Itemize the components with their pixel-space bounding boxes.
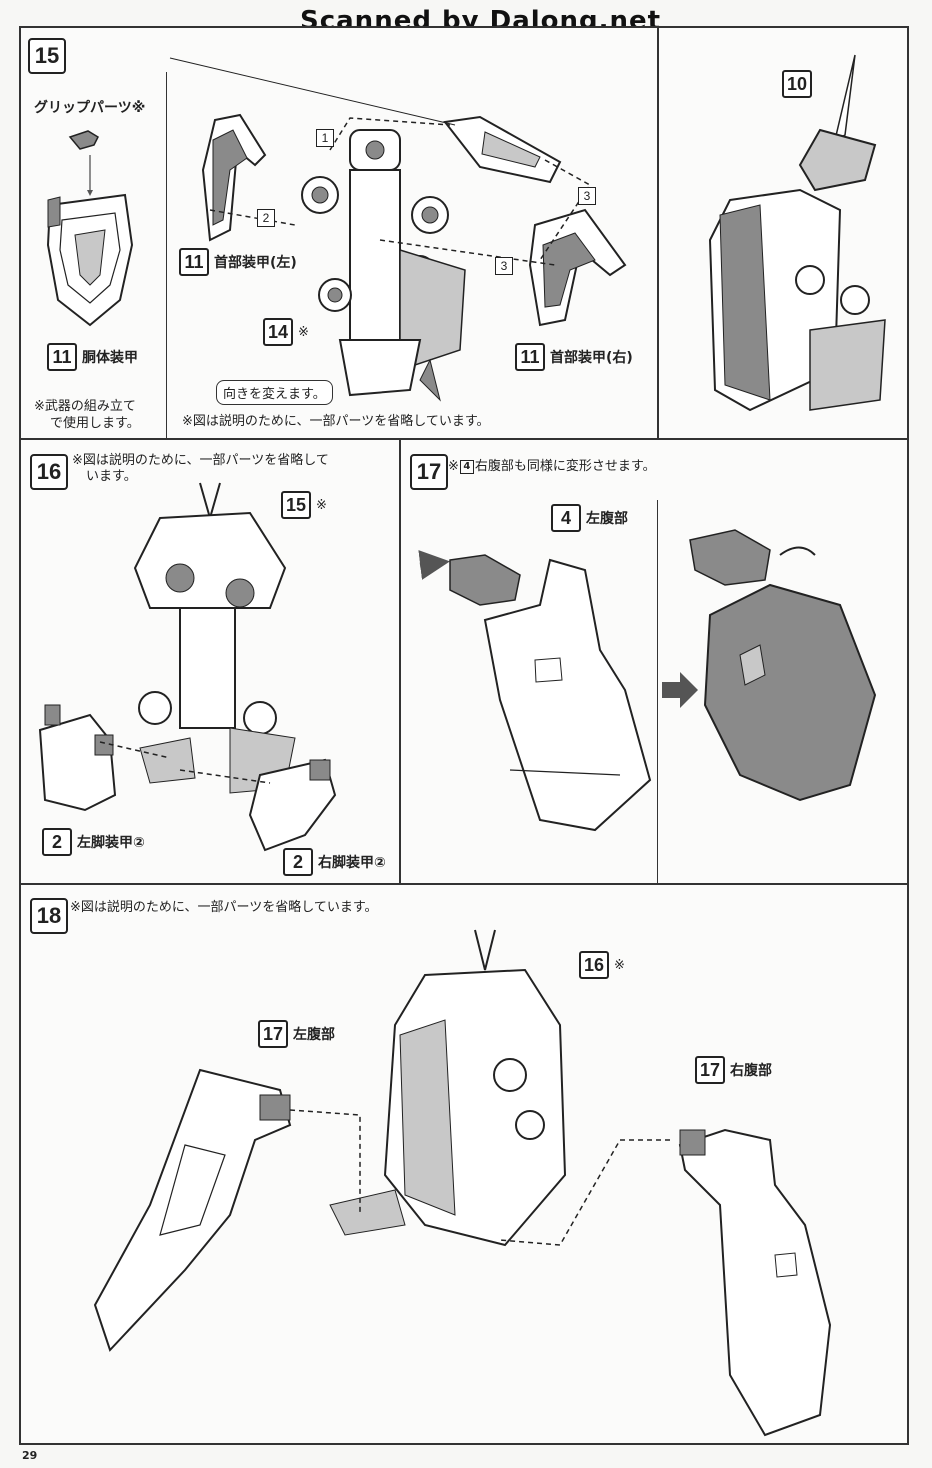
weapon-note-line1: ※武器の組み立て bbox=[34, 399, 136, 414]
body-armor-label: 胴体装甲 bbox=[82, 350, 138, 366]
divider-step16-17 bbox=[399, 440, 401, 883]
part16-number: 16 bbox=[579, 951, 609, 979]
right-abdomen-tag-18: 17 右腹部 bbox=[695, 1056, 772, 1084]
step-number-17: 17 bbox=[410, 454, 448, 490]
left-abdomen-label-17: 左腹部 bbox=[586, 511, 628, 527]
neck-armor-right-label: 首部装甲(右) bbox=[550, 350, 633, 366]
part14-number: 14 bbox=[263, 318, 293, 346]
right-abdomen-illustration bbox=[678, 1128, 832, 1437]
part16-mark: ※ bbox=[614, 957, 625, 973]
part15-mark: ※ bbox=[316, 497, 327, 513]
right-abdomen-label-18: 右腹部 bbox=[730, 1063, 772, 1079]
body-armor-tag: 11 胴体装甲 bbox=[47, 343, 138, 371]
left-abdomen-illustration bbox=[93, 1068, 292, 1352]
left-abdomen-label-18: 左腹部 bbox=[293, 1027, 335, 1043]
turn-direction-label: 向きを変えます。 bbox=[216, 380, 333, 405]
left-leg-armor-label: 左脚装甲② bbox=[77, 835, 145, 851]
step16-torso-illustration bbox=[133, 482, 296, 794]
callout-3a: 3 bbox=[578, 187, 596, 205]
divider-step15-right bbox=[657, 26, 659, 438]
assembly-guide-lines-16 bbox=[99, 741, 271, 784]
step-number-16: 16 bbox=[30, 454, 68, 490]
grip-parts-label: グリップパーツ※ bbox=[34, 100, 146, 116]
left-abdomen-tag-17: 4 左腹部 bbox=[551, 504, 628, 532]
left-leg-armor-number: 2 bbox=[42, 828, 72, 856]
omit-note-16-line2: います。 bbox=[86, 469, 137, 484]
step-number-18: 18 bbox=[30, 898, 68, 934]
part15-number: 15 bbox=[281, 491, 311, 519]
assembly-guide-lines-15 bbox=[169, 57, 592, 266]
abdomen-before-illustration bbox=[418, 550, 652, 832]
step17-note: ※ 4 右腹部も同様に変形させます。 bbox=[448, 458, 656, 475]
omit-note-18: ※図は説明のために、一部パーツを省略しています。 bbox=[70, 900, 378, 915]
left-abdomen-tag-18: 17 左腹部 bbox=[258, 1020, 335, 1048]
neck-armor-left-illustration bbox=[201, 113, 267, 242]
step17-note-text: 右腹部も同様に変形させます。 bbox=[474, 459, 656, 474]
step-number-15: 15 bbox=[28, 38, 66, 74]
callout-3b: 3 bbox=[495, 257, 513, 275]
assembly-guide-lines-18 bbox=[289, 1109, 670, 1246]
torso-assembly-illustration bbox=[301, 129, 466, 402]
divider-row1 bbox=[19, 438, 907, 440]
neck-armor-left-label: 首部装甲(左) bbox=[214, 255, 297, 271]
transform-arrow bbox=[662, 672, 698, 708]
left-abdomen-number-17: 4 bbox=[551, 504, 581, 532]
right-abdomen-number-18: 17 bbox=[695, 1056, 725, 1084]
part15-tag: 15 ※ bbox=[281, 491, 327, 519]
abdomen-after-illustration bbox=[689, 529, 877, 802]
head-armor-part-illustration bbox=[443, 115, 562, 184]
right-leg-armor-illustration bbox=[248, 758, 337, 852]
right-leg-armor-tag: 2 右脚装甲② bbox=[283, 848, 386, 876]
part10-number: 10 bbox=[782, 70, 812, 98]
page-number: 29 bbox=[22, 1449, 38, 1462]
divider-row2 bbox=[19, 883, 907, 885]
callout-2: 2 bbox=[257, 209, 275, 227]
step17-note-prefix: ※ bbox=[448, 459, 459, 474]
neck-armor-left-number: 11 bbox=[179, 248, 209, 276]
omit-note-16-line1: ※図は説明のために、一部パーツを省略して bbox=[72, 453, 329, 468]
left-leg-armor-illustration bbox=[38, 704, 117, 812]
weapon-note-line2: で使用します。 bbox=[50, 416, 140, 431]
neck-armor-right-illustration bbox=[528, 208, 627, 327]
divider-step15-left bbox=[166, 72, 167, 438]
neck-armor-right-number: 11 bbox=[515, 343, 545, 371]
part14-mark: ※ bbox=[298, 324, 309, 340]
left-leg-armor-tag: 2 左脚装甲② bbox=[42, 828, 145, 856]
neck-armor-right-tag: 11 首部装甲(右) bbox=[515, 343, 633, 371]
right-leg-armor-number: 2 bbox=[283, 848, 313, 876]
callout-1: 1 bbox=[316, 129, 334, 147]
assembled-torso-result-illustration bbox=[708, 54, 886, 412]
body-armor-part-number: 11 bbox=[47, 343, 77, 371]
left-abdomen-number-18: 17 bbox=[258, 1020, 288, 1048]
step18-torso-illustration bbox=[329, 929, 567, 1247]
part16-tag: 16 ※ bbox=[579, 951, 625, 979]
right-leg-armor-label: 右脚装甲② bbox=[318, 855, 386, 871]
body-armor-illustration bbox=[46, 130, 134, 327]
divider-step17-inner bbox=[657, 500, 658, 883]
neck-armor-left-tag: 11 首部装甲(左) bbox=[179, 248, 297, 276]
part14-tag: 14 ※ bbox=[263, 318, 309, 346]
step17-note-ref: 4 bbox=[459, 459, 474, 474]
omit-note-15: ※図は説明のために、一部パーツを省略しています。 bbox=[182, 414, 490, 429]
